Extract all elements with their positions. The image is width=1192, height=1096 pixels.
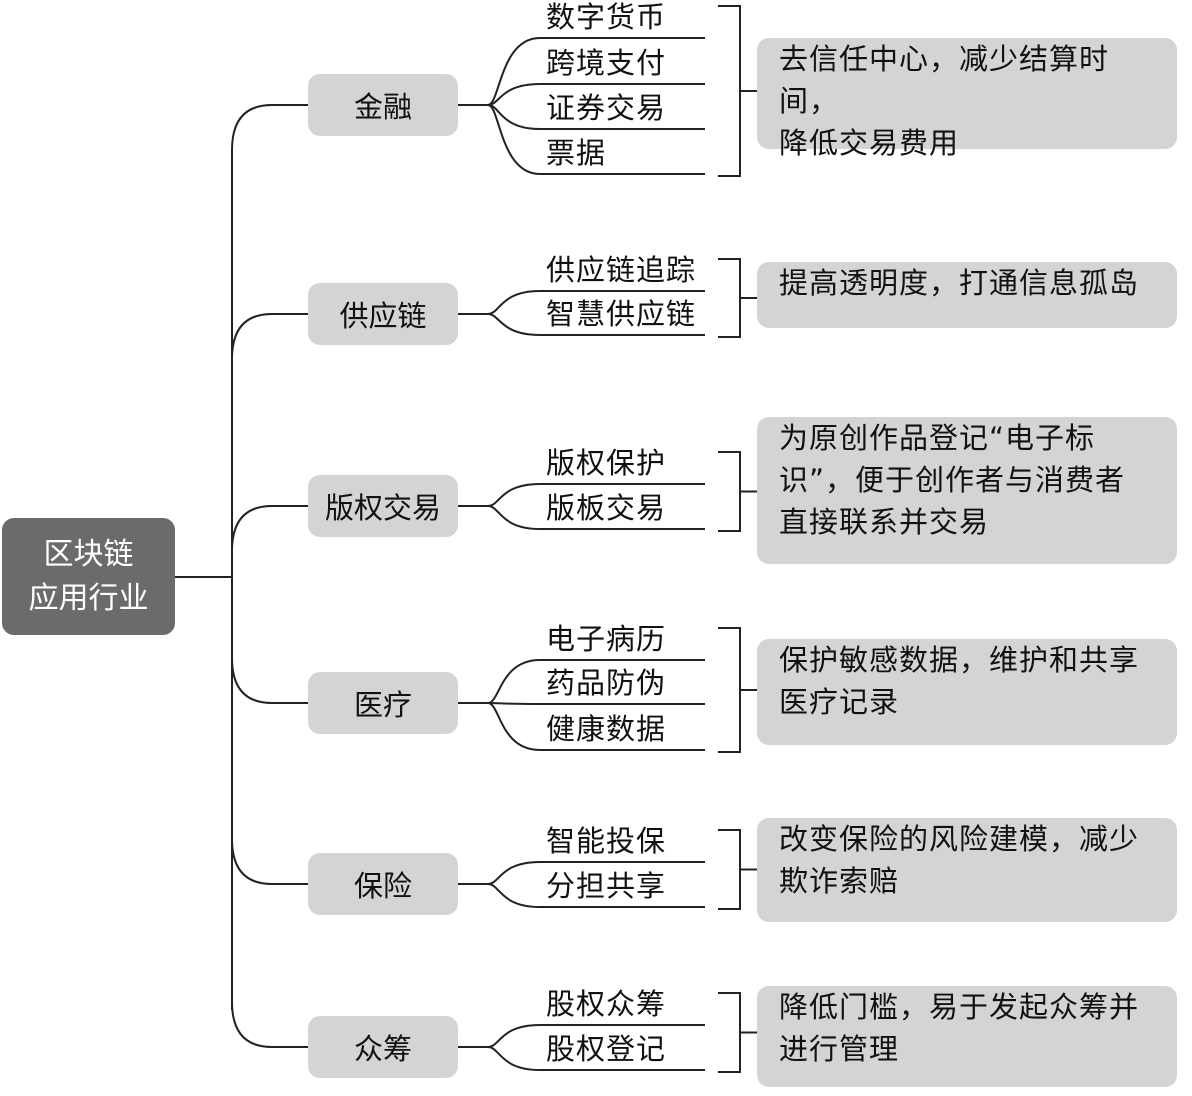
bracket-3 — [718, 627, 757, 753]
leaf-item-3-0: 电子病历 — [546, 622, 667, 656]
leaf-line-3-2 — [487, 702, 705, 751]
leaf-item-4-1: 分担共享 — [546, 869, 667, 903]
bracket-2 — [718, 451, 757, 532]
branch-line-2 — [231, 505, 308, 552]
leaf-item-3-1: 药品防伪 — [546, 666, 667, 700]
leaf-line-1-0 — [487, 290, 705, 315]
root-node: 区块链 应用行业 — [2, 518, 175, 635]
leaf-item-5-0: 股权众筹 — [546, 987, 667, 1021]
description-4-line-0: 改变保险的风险建模，减少 — [779, 822, 1140, 856]
leaf-line-0-2 — [487, 104, 705, 130]
root-line-1: 区块链 — [43, 536, 134, 572]
category-3: 医疗 — [308, 672, 458, 734]
leaf-line-5-1 — [487, 1046, 705, 1071]
description-0: 去信任中心，减少结算时间， 降低交易费用 — [757, 38, 1177, 160]
leaf-line-4-0 — [487, 861, 705, 885]
leaf-item-5-1: 股权登记 — [546, 1032, 667, 1066]
leaf-item-1-1: 智慧供应链 — [546, 297, 697, 331]
leaf-line-3-0 — [487, 659, 705, 704]
leaf-item-3-2: 健康数据 — [546, 712, 667, 746]
leaf-item-0-3: 票据 — [546, 136, 607, 170]
description-2: 为原创作品登记“电子标识”，便于创作者与消费者直接联系并交易 — [757, 417, 1177, 564]
branch-line-3 — [231, 657, 308, 704]
category-4: 保险 — [308, 853, 458, 915]
leaf-line-2-0 — [487, 483, 705, 507]
leaf-item-0-2: 证券交易 — [546, 91, 667, 125]
leaf-line-5-0 — [487, 1024, 705, 1048]
description-2-line-1: 识”，便于创作者与消费者 — [779, 463, 1126, 497]
bracket-5 — [718, 992, 757, 1073]
description-0-line-1: 降低交易费用 — [779, 126, 960, 160]
leaf-line-4-1 — [487, 883, 705, 908]
description-4-line-1: 欺诈索赔 — [779, 864, 900, 898]
root-line-2: 应用行业 — [28, 580, 149, 616]
leaf-item-0-1: 跨境支付 — [546, 46, 667, 80]
branch-line-1 — [231, 313, 308, 360]
category-5: 众筹 — [308, 1016, 458, 1078]
leaf-item-4-0: 智能投保 — [546, 824, 667, 858]
branch-line-0 — [231, 104, 308, 151]
description-5-line-0: 降低门槛，易于发起众筹并 — [779, 990, 1140, 1024]
bracket-0 — [718, 5, 757, 177]
description-2-line-2: 直接联系并交易 — [779, 505, 990, 539]
description-2-line-0: 为原创作品登记“电子标 — [779, 421, 1096, 455]
leaf-line-0-1 — [487, 83, 705, 106]
leaf-line-1-1 — [487, 313, 705, 336]
bracket-1 — [718, 258, 757, 338]
bracket-4 — [718, 829, 757, 910]
leaf-item-2-0: 版权保护 — [546, 446, 667, 480]
description-3-line-1: 医疗记录 — [779, 685, 900, 719]
leaf-line-2-1 — [487, 505, 705, 530]
description-5-line-1: 进行管理 — [779, 1032, 900, 1066]
description-3-line-0: 保护敏感数据，维护和共享 — [779, 643, 1140, 677]
category-1: 供应链 — [308, 283, 458, 345]
leaf-item-1-0: 供应链追踪 — [546, 253, 697, 287]
leaf-line-3-1 — [487, 702, 705, 705]
leaf-line-0-3 — [487, 104, 705, 175]
category-2: 版权交易 — [308, 475, 458, 537]
leaf-item-0-0: 数字货币 — [546, 0, 667, 34]
description-1-line-0: 提高透明度，打通信息孤岛 — [779, 266, 1140, 300]
branch-line-4 — [231, 838, 308, 885]
leaf-item-2-1: 版板交易 — [546, 491, 667, 525]
description-4: 改变保险的风险建模，减少欺诈索赔 — [757, 818, 1177, 922]
description-3: 保护敏感数据，维护和共享医疗记录 — [757, 639, 1177, 745]
branch-line-5 — [231, 1001, 308, 1048]
description-0-line-0: 去信任中心，减少结算时间， — [779, 42, 1110, 118]
description-5: 降低门槛，易于发起众筹并进行管理 — [757, 986, 1177, 1087]
leaf-line-0-0 — [487, 37, 705, 106]
category-0: 金融 — [308, 74, 458, 136]
description-1: 提高透明度，打通信息孤岛 — [757, 262, 1177, 328]
